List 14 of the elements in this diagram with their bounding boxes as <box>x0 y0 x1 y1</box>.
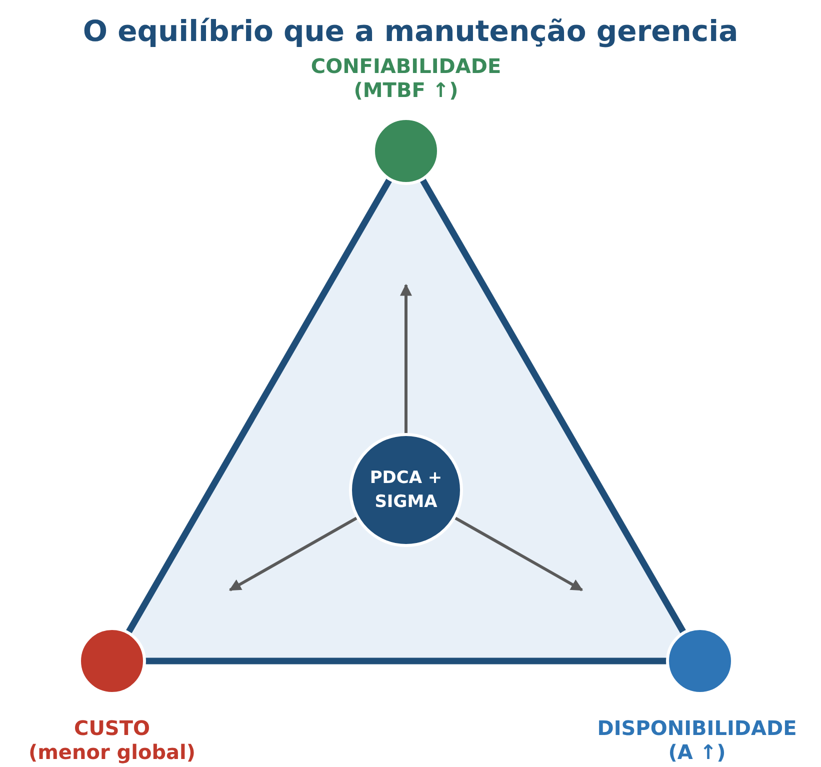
vertex-label: (menor global) <box>27 740 197 764</box>
arrow <box>228 516 358 592</box>
vertex-label: (A ↑) <box>667 740 727 764</box>
connector-line <box>126 178 392 634</box>
vertex-label: CONFIABILIDADE <box>310 54 502 78</box>
arrow <box>400 284 412 434</box>
arrow <box>454 516 584 592</box>
vertex-label: CUSTO <box>73 716 151 740</box>
vertex-label: (MTBF ↑) <box>352 78 460 102</box>
vertex-label: DISPONIBILIDADE <box>596 716 798 740</box>
node-label: PDCA + SIGMA <box>368 467 444 514</box>
connector-line <box>420 178 686 634</box>
title: O equilíbrio que a manutenção gerencia <box>82 13 740 50</box>
connector-line <box>145 658 667 664</box>
